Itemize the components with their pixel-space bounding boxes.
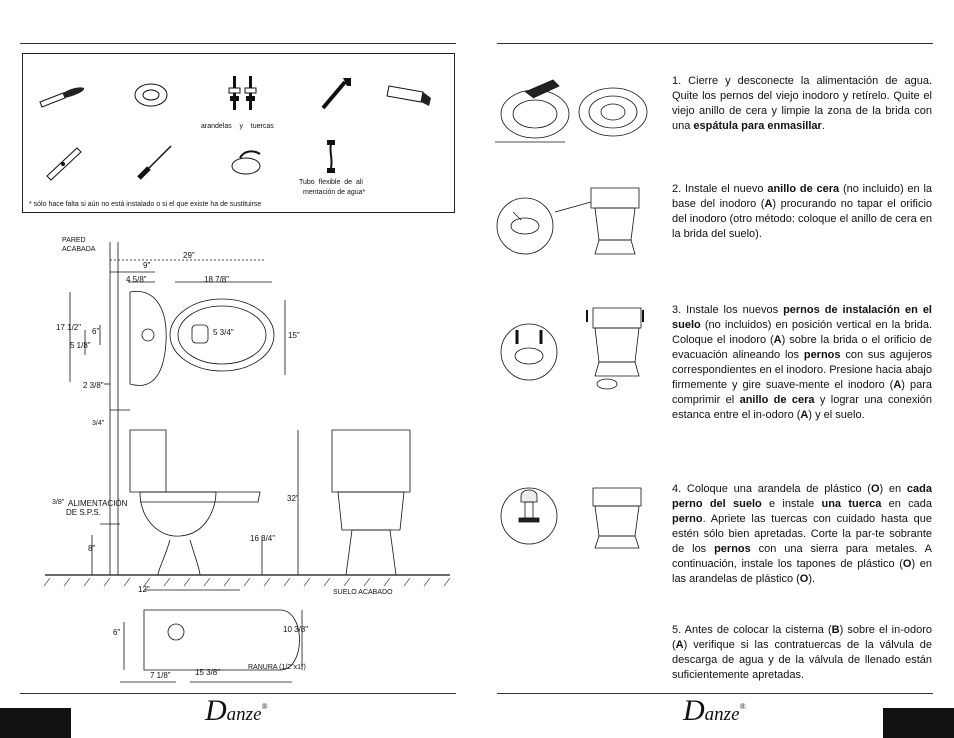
flex-supply-label-2: mentación de agua* bbox=[303, 189, 366, 196]
supply-label-2: DE S.P.S. bbox=[66, 508, 101, 517]
dim-12: 12" bbox=[138, 585, 150, 594]
dim-5-3-4: 5 3/4" bbox=[213, 328, 234, 337]
logo-mark: ® bbox=[739, 702, 746, 711]
supply-3-8: 3/8" bbox=[52, 499, 65, 506]
dim-3-4: 3/4" bbox=[92, 420, 105, 427]
wax-ring-icon bbox=[134, 83, 168, 107]
dim-15-3-8: 15 3/8" bbox=[195, 668, 221, 677]
dim-10-3-8: 10 3/8" bbox=[283, 625, 309, 634]
step-3-illustration bbox=[500, 307, 644, 390]
dim-8: 8" bbox=[88, 544, 96, 553]
flex-supply-label-1: Tubo flexible de ali bbox=[299, 179, 363, 186]
logo-rest: anze bbox=[704, 704, 740, 725]
dim-32: 32" bbox=[287, 494, 299, 503]
dim-9: 9" bbox=[143, 261, 151, 270]
dim-5-1-8: 5 1/8" bbox=[70, 341, 91, 350]
finished-wall-label-2: ACABADA bbox=[62, 246, 96, 253]
step-1-text: 1. Cierre y desconecte la alimentación d… bbox=[672, 75, 932, 132]
danze-logo-right: Danze® bbox=[683, 694, 746, 728]
caulk-icon bbox=[231, 150, 261, 175]
tools-box: arandelas y tuercas Tubo flexible de ali… bbox=[22, 53, 455, 213]
wrench-icon bbox=[321, 78, 351, 110]
bottom-rule-left bbox=[20, 693, 456, 694]
tape-measure-icon bbox=[386, 85, 431, 106]
dim-6-top: 6" bbox=[92, 327, 100, 336]
logo-rest: anze bbox=[226, 704, 262, 725]
dim-6-bottom: 6" bbox=[113, 628, 121, 637]
danze-logo-left: Danze® bbox=[205, 694, 268, 728]
dim-17-1-2: 17 1/2" bbox=[56, 323, 82, 332]
washers-nuts-label: arandelas y tuercas bbox=[201, 123, 274, 130]
finished-wall-label-1: PARED bbox=[62, 237, 86, 244]
logo-mark: ® bbox=[261, 702, 268, 711]
putty-knife-icon bbox=[39, 87, 85, 108]
supply-label-1: ALIMENTACIÓN bbox=[68, 499, 128, 508]
dim-16-3-4: 16 3/4" bbox=[250, 534, 276, 543]
flexible-supply-icon bbox=[327, 140, 335, 173]
step-2-illustration bbox=[496, 187, 640, 255]
dim-7-1-8: 7 1/8" bbox=[150, 671, 171, 680]
dim-15: 15" bbox=[288, 331, 300, 340]
slot-label: RANURA (1/2"x1") bbox=[248, 664, 306, 671]
dim-4-5-8: 4 5/8" bbox=[126, 275, 147, 284]
top-rule-left bbox=[20, 43, 456, 44]
level-icon bbox=[46, 147, 82, 181]
top-rule-right bbox=[497, 43, 933, 44]
step-2-text: 2. Instale el nuevo anillo de cera (no i… bbox=[672, 183, 933, 240]
step-4-text: 4. Coloque una arandela de plástico (O) … bbox=[672, 483, 932, 585]
page-number-block-left bbox=[0, 708, 71, 738]
logo-initial: D bbox=[205, 694, 227, 727]
step-1-illustration bbox=[495, 79, 648, 143]
step-5-text: 5. Antes de colocar la cisterna (B) sobr… bbox=[672, 624, 932, 681]
bottom-rule-right bbox=[497, 693, 933, 694]
step-3-text: 3. Instale los nuevos pernos de instalac… bbox=[672, 304, 932, 421]
tools-footnote: * sólo hace falta si aún no está instala… bbox=[29, 201, 262, 208]
screwdriver-icon bbox=[137, 145, 172, 180]
page-number-block-right bbox=[883, 708, 954, 738]
dim-18-7-8: 18 7/8" bbox=[204, 275, 230, 284]
dim-2-3-8: 2 3/8" bbox=[83, 381, 104, 390]
step-4-illustration bbox=[500, 487, 642, 549]
finished-floor-label: SUELO ACABADO bbox=[333, 589, 393, 596]
dim-29: 29" bbox=[183, 251, 195, 260]
bolts-icon bbox=[228, 76, 257, 110]
logo-initial: D bbox=[683, 694, 705, 727]
rough-in-drawing bbox=[43, 242, 451, 683]
